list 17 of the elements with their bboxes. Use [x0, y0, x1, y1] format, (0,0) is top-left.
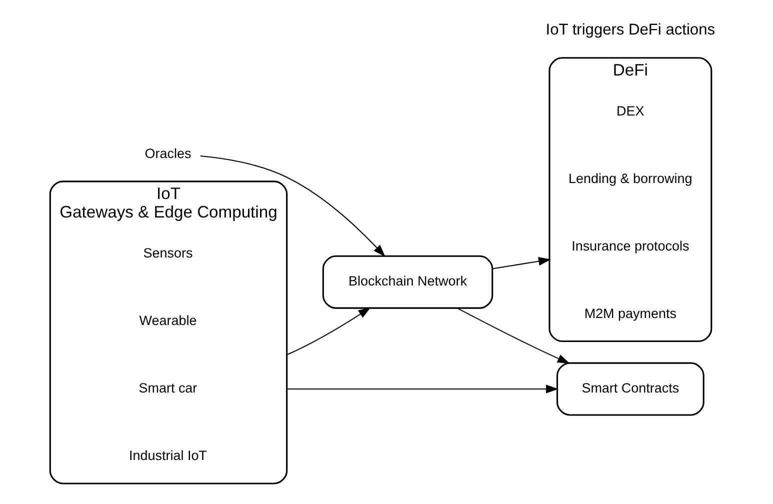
- arrow: [492, 257, 550, 270]
- node-box: Blockchain Network: [322, 255, 493, 309]
- arrow: [456, 308, 570, 364]
- node-text: Industrial IoT: [128, 448, 206, 464]
- arrow: [286, 307, 370, 356]
- node-text: Lending & borrowing: [568, 170, 692, 186]
- arrow: [286, 384, 558, 394]
- node-text: Sensors: [142, 246, 192, 261]
- node-text: Insurance protocols: [571, 238, 689, 254]
- node-text: Oracles: [144, 146, 191, 161]
- node-text: Smart car: [138, 380, 197, 396]
- node-text: Wearable: [138, 313, 196, 328]
- node-text: DEX: [616, 103, 644, 118]
- node-box: Smart Contracts: [556, 362, 704, 416]
- node-text: M2M payments: [584, 306, 676, 321]
- arrow: [200, 156, 385, 257]
- label: IoT triggers DeFi actions: [545, 22, 715, 39]
